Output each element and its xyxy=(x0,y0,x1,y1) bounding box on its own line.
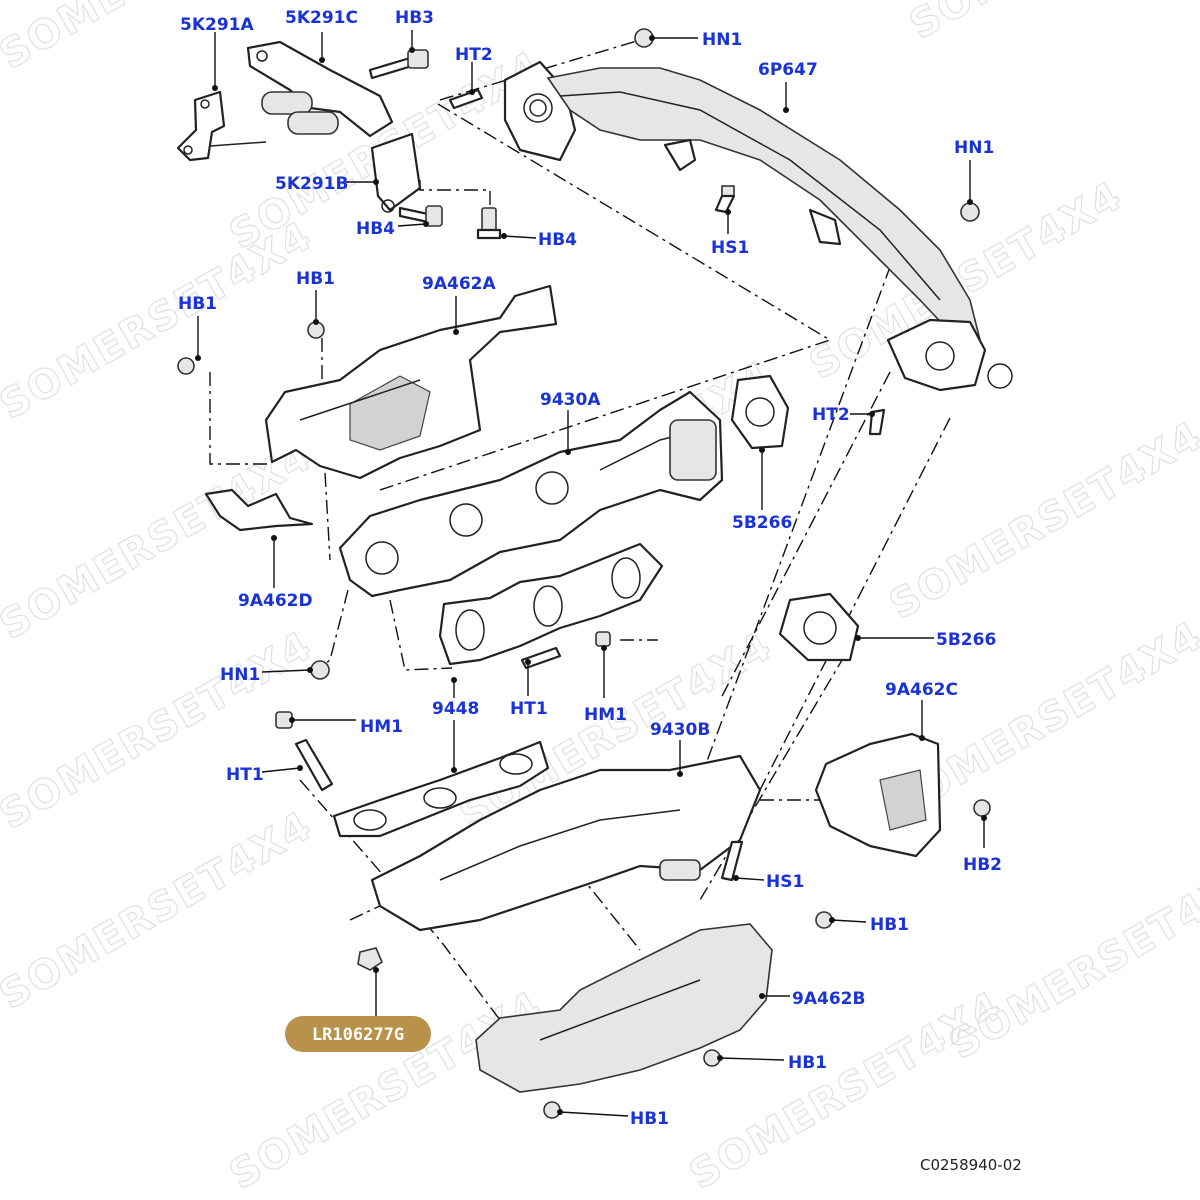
label-9a462d: 9A462D xyxy=(238,591,313,611)
label-hb1-c: HB1 xyxy=(870,915,909,935)
bolt-hb2 xyxy=(973,799,991,817)
pipe-bracket-5k291c xyxy=(246,40,394,138)
label-hn1-top: HN1 xyxy=(702,30,742,50)
heat-shield-9a462b xyxy=(475,923,773,1093)
bolt-hb3 xyxy=(368,49,429,80)
watermark: SOMERSET4X4 xyxy=(0,432,320,648)
label-6p647: 6P647 xyxy=(758,60,818,80)
stud-hs1-top xyxy=(714,185,736,214)
label-hb1-e: HB1 xyxy=(630,1109,669,1129)
label-hb4-right: HB4 xyxy=(538,230,577,250)
heat-shield-9a462d xyxy=(204,488,314,532)
crossover-pipe-6p647 xyxy=(503,60,1013,392)
bolt-hb1-e xyxy=(543,1101,561,1119)
label-9a462b: 9A462B xyxy=(792,989,865,1009)
drawing-reference: C0258940-02 xyxy=(920,1156,1022,1174)
label-hn1-left: HN1 xyxy=(220,665,260,685)
label-5k291b: 5K291B xyxy=(275,174,348,194)
badge-background xyxy=(285,1016,431,1052)
watermark: SOMERSET4X4 xyxy=(222,982,550,1198)
label-ht1-a: HT1 xyxy=(510,699,548,719)
label-hn1-right: HN1 xyxy=(954,138,994,158)
label-9a462a: 9A462A xyxy=(422,274,496,294)
gasket-5b266-a xyxy=(730,374,790,450)
bolt-hb1-a xyxy=(177,357,195,375)
gasket-5b266-b xyxy=(778,592,860,662)
label-ht2-top: HT2 xyxy=(455,45,493,65)
gasket-9448-upper xyxy=(438,542,664,666)
watermark: SOMERSET4X4 xyxy=(0,622,320,838)
badge-part-number: LR106277G xyxy=(312,1025,404,1045)
label-9430b: 9430B xyxy=(650,720,710,740)
gasket-9448-lower xyxy=(332,740,550,838)
nut-hn1-right xyxy=(960,202,980,222)
stud-ht1-b xyxy=(294,738,334,792)
label-9430a: 9430A xyxy=(540,390,601,410)
stud-ht2-top xyxy=(448,88,484,110)
label-hs1-top: HS1 xyxy=(711,238,749,258)
highlight-part-badge[interactable]: LR106277G xyxy=(285,1016,431,1052)
watermark: SOMERSET4X4 xyxy=(902,0,1200,49)
label-5b266-b: 5B266 xyxy=(936,630,996,650)
heat-shield-9a462c xyxy=(814,732,942,858)
heat-shield-9a462a xyxy=(264,284,558,480)
label-hb1-a: HB1 xyxy=(178,294,217,314)
label-hb3: HB3 xyxy=(395,8,434,28)
label-hs1-bottom: HS1 xyxy=(766,872,804,892)
nut-hm1-a xyxy=(595,631,611,647)
watermark: SOMERSET4X4 xyxy=(882,412,1200,628)
stud-ht1-a xyxy=(520,646,562,670)
label-hb1-b: HB1 xyxy=(296,269,335,289)
bolts-hb4 xyxy=(398,205,502,240)
label-hm1-a: HM1 xyxy=(584,705,627,725)
watermark: SOMERSET4X4 xyxy=(942,852,1200,1068)
stud-hs1-bottom xyxy=(720,840,744,882)
watermark: SOMERSET4X4 xyxy=(0,802,320,1018)
exhaust-manifold-9430b xyxy=(370,754,762,932)
nut-lr106277g xyxy=(357,947,383,971)
label-5b266-a: 5B266 xyxy=(732,513,792,533)
label-ht1-b: HT1 xyxy=(226,765,264,785)
label-hm1-b: HM1 xyxy=(360,717,403,737)
label-hb4-left: HB4 xyxy=(356,219,395,239)
label-ht2-mid: HT2 xyxy=(812,405,850,425)
bracket-5k291b xyxy=(370,132,422,213)
label-9a462c: 9A462C xyxy=(885,680,958,700)
label-9448: 9448 xyxy=(432,699,479,719)
watermark: SOMERSET4X4 xyxy=(0,212,320,428)
leader-lines xyxy=(195,30,987,1117)
exhaust-manifold-9430a xyxy=(338,390,724,598)
label-hb1-d: HB1 xyxy=(788,1053,827,1073)
bracket-5k291a xyxy=(176,90,267,162)
label-5k291a: 5K291A xyxy=(180,15,254,35)
label-5k291c: 5K291C xyxy=(285,8,358,28)
nut-hn1-left xyxy=(310,660,330,680)
part-labels: 5K291A 5K291C HB3 HT2 HN1 6P647 HN1 5K29… xyxy=(178,8,1002,1129)
label-hb2: HB2 xyxy=(963,855,1002,875)
